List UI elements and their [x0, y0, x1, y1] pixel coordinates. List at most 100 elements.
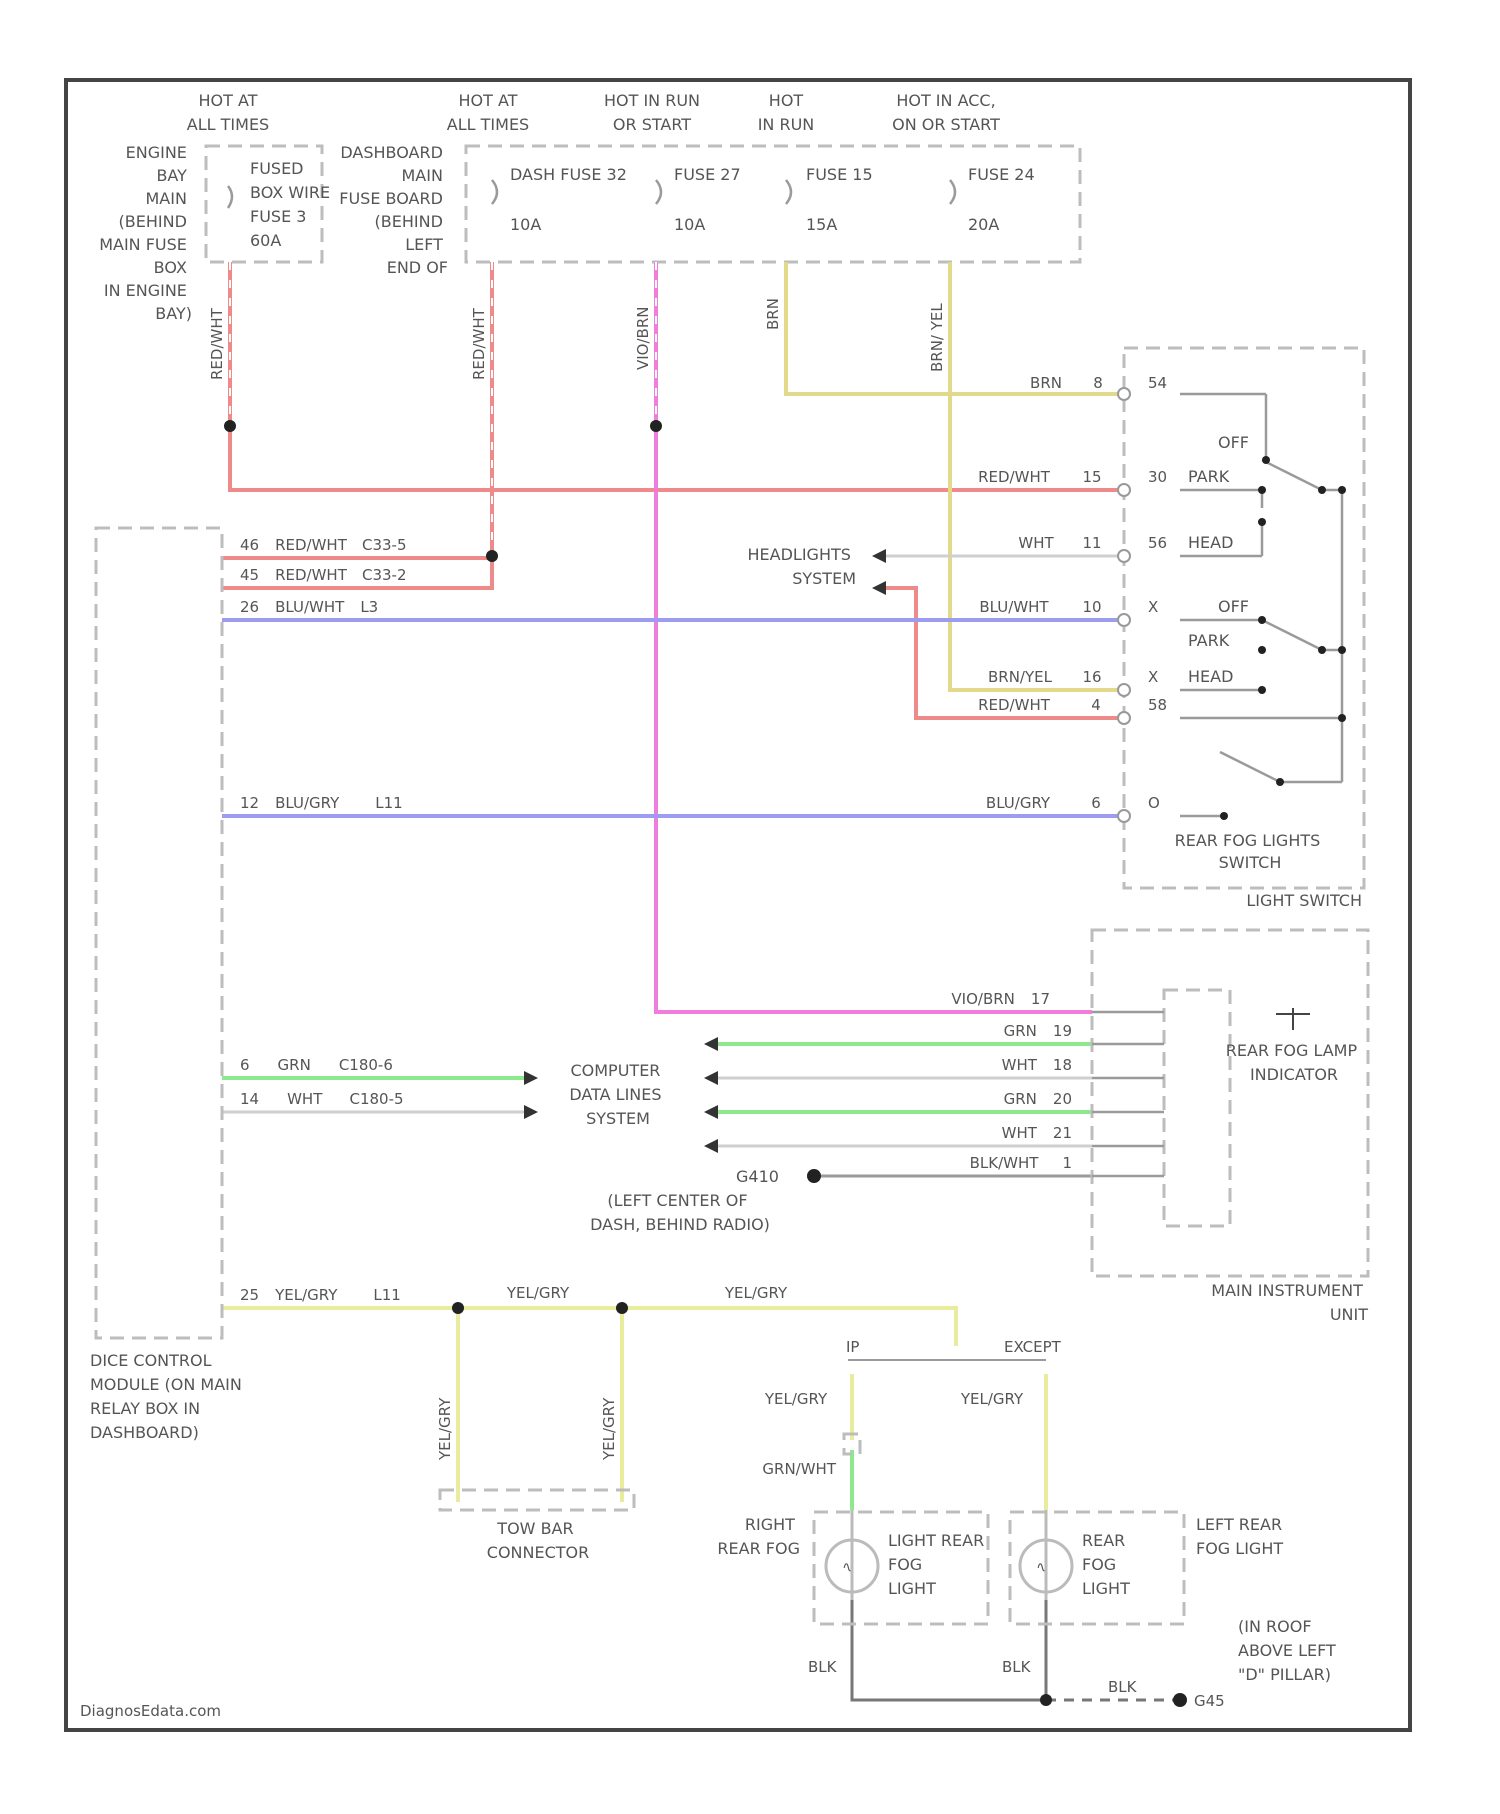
arrow-headlights-1 — [872, 549, 886, 563]
fog-branch-except: EXCEPT — [1004, 1338, 1062, 1356]
label-brown-yellow: BRN/ YEL — [928, 303, 946, 372]
right-rear-fog-inner-label: LIGHT REAR FOG LIGHT — [888, 1531, 989, 1598]
fuse-dash-32: DASH FUSE 32 — [510, 165, 627, 184]
splice-red-2 — [486, 550, 498, 562]
ls-wire-red-white-2: RED/WHT — [978, 696, 1051, 714]
ground-g45-label: G45 — [1194, 1692, 1225, 1710]
rear-fog-indicator-icon — [1276, 1008, 1310, 1030]
label-blk-left: BLK — [808, 1658, 838, 1676]
ls-num-4: 4 — [1091, 696, 1101, 714]
engine-bay-label: ENGINE BAY MAIN (BEHIND MAIN FUSE BOX IN… — [99, 143, 192, 323]
splice-pink — [650, 420, 662, 432]
arrow-headlights-2 — [872, 581, 886, 595]
fuse-27-symbol — [656, 180, 661, 204]
light-switch-pin — [1118, 712, 1130, 724]
label-yel-gry-2: YEL/GRY — [724, 1284, 788, 1302]
left-rear-fog-label: LEFT REAR FOG LIGHT — [1196, 1515, 1287, 1558]
label-yel-gry-1: YEL/GRY — [506, 1284, 570, 1302]
switch-blade-3 — [1220, 752, 1280, 782]
light-switch-box — [1124, 348, 1364, 888]
fuse-dash-32-amp: 10A — [510, 215, 541, 234]
fuse-3-symbol — [228, 186, 232, 208]
instrument-pin-stubs — [1092, 1012, 1164, 1176]
dice-control-module-label: DICE CONTROL MODULE (ON MAIN RELAY BOX I… — [90, 1351, 247, 1442]
label-red-white-1: RED/WHT — [208, 307, 226, 380]
fuse-15-symbol — [786, 180, 791, 204]
label-blk-ground: BLK — [1108, 1678, 1138, 1696]
label-towbar-b: YEL/GRY — [600, 1397, 618, 1461]
ls-wire-wht: WHT — [1018, 534, 1054, 552]
light-switch-name: LIGHT SWITCH — [1246, 891, 1362, 910]
ground-g45-icon — [1173, 1693, 1187, 1707]
light-switch-pin — [1118, 484, 1130, 496]
light-switch-pin — [1118, 388, 1130, 400]
wire-blk-ground — [852, 1600, 1046, 1700]
ls-wire-blu-wht: BLU/WHT — [979, 598, 1049, 616]
ground-g45-location: (IN ROOF ABOVE LEFT "D" PILLAR) — [1238, 1617, 1341, 1684]
ls-num-11: 11 — [1082, 534, 1101, 552]
diagram-frame — [66, 80, 1410, 1730]
fuse-15: FUSE 15 — [806, 165, 873, 184]
switch-pos-park-2: PARK — [1188, 631, 1230, 650]
wire-red-white-2 — [222, 262, 492, 558]
ls-wire-brn-yel: BRN/YEL — [988, 668, 1053, 686]
computer-data-lines-label: COMPUTER DATA LINES SYSTEM — [569, 1061, 666, 1128]
switch-blade-1 — [1262, 460, 1322, 490]
left-rear-fog-inner-label: REAR FOG LIGHT — [1082, 1531, 1130, 1598]
splice-yellow-2 — [616, 1302, 628, 1314]
ls-term-x-2: X — [1148, 668, 1158, 686]
light-switch-pin — [1118, 550, 1130, 562]
ls-term-56: 56 — [1148, 534, 1167, 552]
arrow-data-2 — [524, 1105, 538, 1119]
dashboard-fuse-box — [466, 146, 1080, 262]
watermark: DiagnosEdata.com — [80, 1702, 221, 1720]
ls-num-8: 8 — [1093, 374, 1103, 392]
dice-pin-45: 45RED/WHTC33-2 — [240, 566, 407, 584]
dashboard-fuse-board-label: DASHBOARD MAIN FUSE BOARD (BEHIND LEFT E… — [339, 143, 448, 277]
switch-pos-off-2: OFF — [1218, 597, 1249, 616]
label-red-white-2: RED/WHT — [470, 307, 488, 380]
tow-bar-connector-label: TOW BAR CONNECTOR — [487, 1519, 589, 1562]
arrow-data-3 — [704, 1037, 718, 1051]
splice-ground — [1040, 1694, 1052, 1706]
ls-term-58: 58 — [1148, 696, 1167, 714]
switch-pos-off-1: OFF — [1218, 433, 1249, 452]
ls-term-x-1: X — [1148, 598, 1158, 616]
light-switch-pin — [1118, 614, 1130, 626]
arrow-data-4 — [704, 1071, 718, 1085]
light-switch-pin — [1118, 684, 1130, 696]
ls-num-16: 16 — [1082, 668, 1101, 686]
headlights-system-label: HEADLIGHTS SYSTEM — [748, 545, 857, 588]
rear-fog-indicator-label: REAR FOG LAMP INDICATOR — [1226, 1041, 1362, 1084]
label-violet-brown: VIO/BRN — [634, 307, 652, 370]
splice-red-1 — [224, 420, 236, 432]
ls-num-15: 15 — [1082, 468, 1101, 486]
hot-in-acc-on-or-start: HOT IN ACC,ON OR START — [892, 91, 1000, 134]
ls-wire-blu-gry: BLU/GRY — [986, 794, 1051, 812]
label-brown: BRN — [764, 298, 782, 330]
splice-yellow-1 — [452, 1302, 464, 1314]
dice-pin-12: 12BLU/GRYL11 — [240, 794, 403, 812]
switch-blade-2 — [1262, 620, 1322, 650]
light-switch-pin — [1118, 810, 1130, 822]
fuse-24: FUSE 24 — [968, 165, 1035, 184]
main-instrument-unit-label: MAIN INSTRUMENT UNIT — [1211, 1281, 1368, 1324]
wire-red-white-1 — [230, 262, 1124, 490]
fog-wire-left: YEL/GRY — [764, 1390, 828, 1408]
fuse-32-symbol — [492, 180, 497, 204]
rear-fog-switch-label: REAR FOG LIGHTS SWITCH — [1175, 831, 1326, 872]
fog-wire-left-lower: GRN/WHT — [762, 1460, 836, 1478]
fuse-24-symbol — [950, 180, 955, 204]
